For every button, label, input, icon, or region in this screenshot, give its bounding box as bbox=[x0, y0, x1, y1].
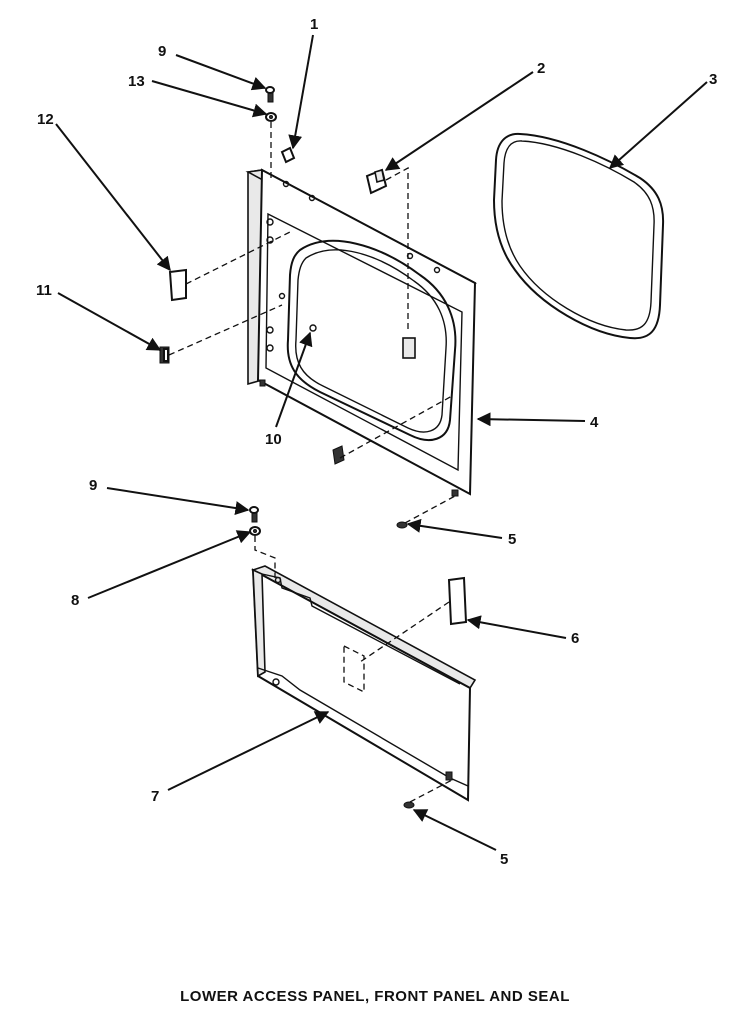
callout-5-upper: 5 bbox=[508, 531, 516, 548]
callout-7: 7 bbox=[151, 788, 159, 805]
diagram-caption: LOWER ACCESS PANEL, FRONT PANEL AND SEAL bbox=[180, 988, 570, 1005]
assembly-lines bbox=[168, 122, 456, 803]
part-6-label bbox=[447, 576, 468, 626]
part-8-washer bbox=[249, 526, 261, 536]
callout-10: 10 bbox=[265, 431, 282, 448]
callout-2: 2 bbox=[537, 60, 545, 77]
callout-11: 11 bbox=[36, 282, 52, 299]
front-panel bbox=[245, 168, 478, 497]
part-9-screw-lower bbox=[249, 506, 259, 523]
callout-9-lower: 9 bbox=[89, 477, 97, 494]
part-1-clip bbox=[280, 146, 296, 164]
part-2-bracket bbox=[365, 168, 388, 195]
callout-13: 13 bbox=[128, 73, 145, 90]
part-5-screw-lower bbox=[403, 801, 415, 809]
callout-9-upper: 9 bbox=[158, 43, 166, 60]
part-12-label bbox=[168, 268, 187, 302]
lower-access-panel bbox=[251, 565, 477, 802]
callout-12: 12 bbox=[37, 111, 54, 128]
callout-1: 1 bbox=[310, 16, 318, 33]
part-9-screw-top bbox=[265, 86, 275, 103]
part-13-washer bbox=[265, 112, 277, 122]
callout-5-lower: 5 bbox=[500, 851, 508, 868]
part-10-strike bbox=[332, 445, 345, 465]
callout-4: 4 bbox=[590, 414, 599, 431]
leader-lines bbox=[55, 34, 708, 851]
callout-6: 6 bbox=[571, 630, 579, 647]
callout-8: 8 bbox=[71, 592, 79, 609]
part-11-clip bbox=[159, 346, 170, 364]
door-seal bbox=[492, 132, 665, 340]
callout-3: 3 bbox=[709, 71, 717, 88]
